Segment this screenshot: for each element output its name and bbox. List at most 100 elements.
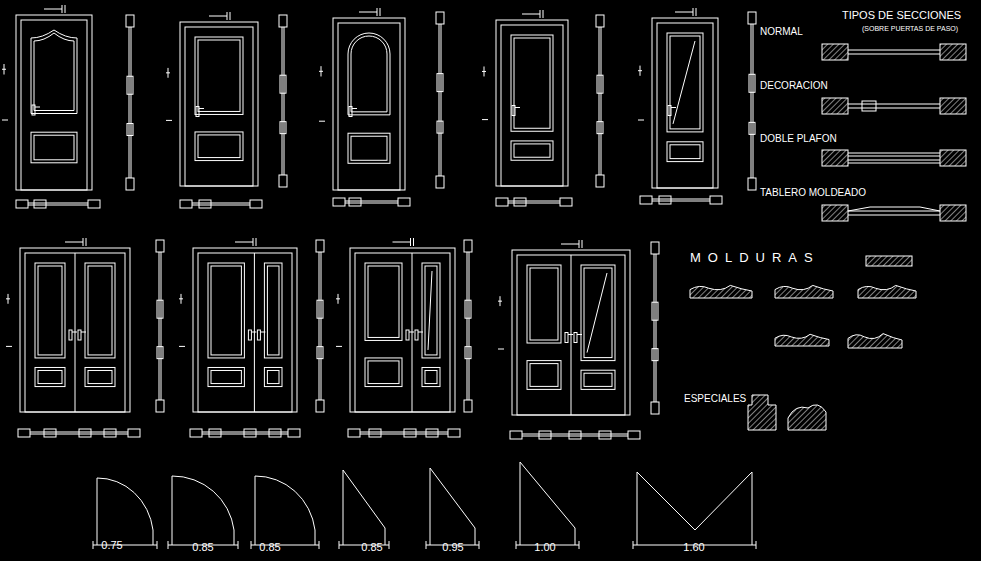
floor-line [579, 541, 580, 549]
section-mark [179, 298, 183, 299]
panel-outline [264, 367, 282, 386]
plan-profile [28, 203, 88, 204]
section-mark [675, 12, 693, 13]
plan-profile [398, 198, 410, 206]
section-profile [822, 205, 848, 221]
panel-outline [422, 263, 440, 358]
floor-line [251, 541, 252, 549]
section-profile [279, 15, 287, 27]
door-frame [512, 250, 630, 415]
section-mark [62, 5, 63, 13]
section-mark [65, 242, 83, 243]
plan-profile [88, 200, 100, 208]
curved-panel [34, 33, 74, 111]
dimension-label: 0.85 [361, 541, 382, 553]
section-profile [280, 75, 286, 93]
panel-outline [584, 373, 612, 386]
section-profile [749, 74, 755, 92]
section-profile [316, 400, 324, 412]
plan-profile [190, 429, 202, 437]
panel-outline [365, 358, 402, 387]
plan-profile [628, 431, 640, 439]
section-mark [44, 9, 62, 10]
panel-outline [425, 370, 437, 383]
plan-profile [560, 198, 572, 206]
curved-panel [31, 30, 77, 114]
plan-profile [79, 429, 91, 437]
dimension-label: 0.75 [101, 539, 122, 551]
door-leaf [501, 25, 563, 186]
section-mark [696, 8, 697, 16]
section-mark [482, 71, 486, 72]
section-mark [693, 8, 694, 16]
plan-profile [349, 198, 361, 206]
section-profile [156, 240, 164, 252]
section-profile [441, 24, 442, 176]
plan-profile [180, 200, 192, 208]
panel-outline [208, 367, 244, 386]
panel-outline [514, 38, 550, 128]
section-mark [319, 121, 325, 122]
special-profile [788, 405, 826, 430]
door-handle [260, 332, 265, 333]
plan-profile [16, 200, 28, 208]
door-handle [32, 105, 35, 115]
panel-outline [195, 132, 243, 161]
panel-outline [670, 36, 700, 129]
section-profile [129, 27, 130, 178]
dimension-label: 1.00 [534, 541, 555, 553]
section-profile [436, 176, 444, 188]
panel-outline [348, 133, 390, 163]
panel-outline [581, 265, 615, 361]
door-handle [251, 332, 256, 333]
plan-profile [652, 201, 710, 202]
panel-outline [581, 370, 615, 389]
section-profile [652, 349, 658, 361]
section-mark [253, 238, 254, 246]
section-mark [413, 238, 414, 246]
floor-line [319, 541, 320, 549]
section-label: MOLDURAS [690, 251, 820, 265]
panel-outline [584, 268, 612, 358]
section-mark [209, 16, 227, 17]
panel-outline [667, 142, 703, 162]
section-profile [596, 15, 604, 27]
plan-profile [448, 429, 460, 437]
section-profile [465, 300, 471, 318]
section-profile [469, 252, 470, 400]
panel-outline [198, 40, 240, 111]
section-mark [86, 238, 87, 246]
plan-profile [539, 431, 551, 439]
section-profile [157, 300, 163, 318]
section-profile [748, 12, 756, 24]
section-profile [822, 150, 848, 166]
arched-panel [348, 33, 390, 115]
panel-outline [85, 367, 115, 386]
section-profile [284, 27, 285, 175]
panel-outline [368, 266, 399, 337]
door-handle [565, 333, 568, 343]
door-leaf [517, 255, 625, 415]
plan-profile [652, 199, 710, 200]
floor-line [339, 541, 340, 549]
section-mark [235, 242, 253, 243]
section-mark [65, 5, 66, 13]
section-profile [822, 44, 848, 60]
section-profile [436, 12, 444, 24]
plan-profile [710, 196, 722, 204]
section-mark [638, 70, 642, 71]
section-mark [179, 346, 185, 347]
swing-triangle [430, 468, 475, 545]
section-profile [161, 252, 162, 400]
panel-outline [208, 263, 244, 358]
section-profile [848, 54, 940, 55]
section-label: ESPECIALES [684, 393, 746, 404]
section-profile [751, 24, 752, 178]
section-label: NORMAL [760, 26, 803, 37]
section-profile [848, 50, 940, 51]
section-profile [439, 24, 440, 176]
panel-outline [667, 33, 703, 132]
glass-mark [428, 271, 432, 350]
plan-profile [44, 429, 56, 437]
